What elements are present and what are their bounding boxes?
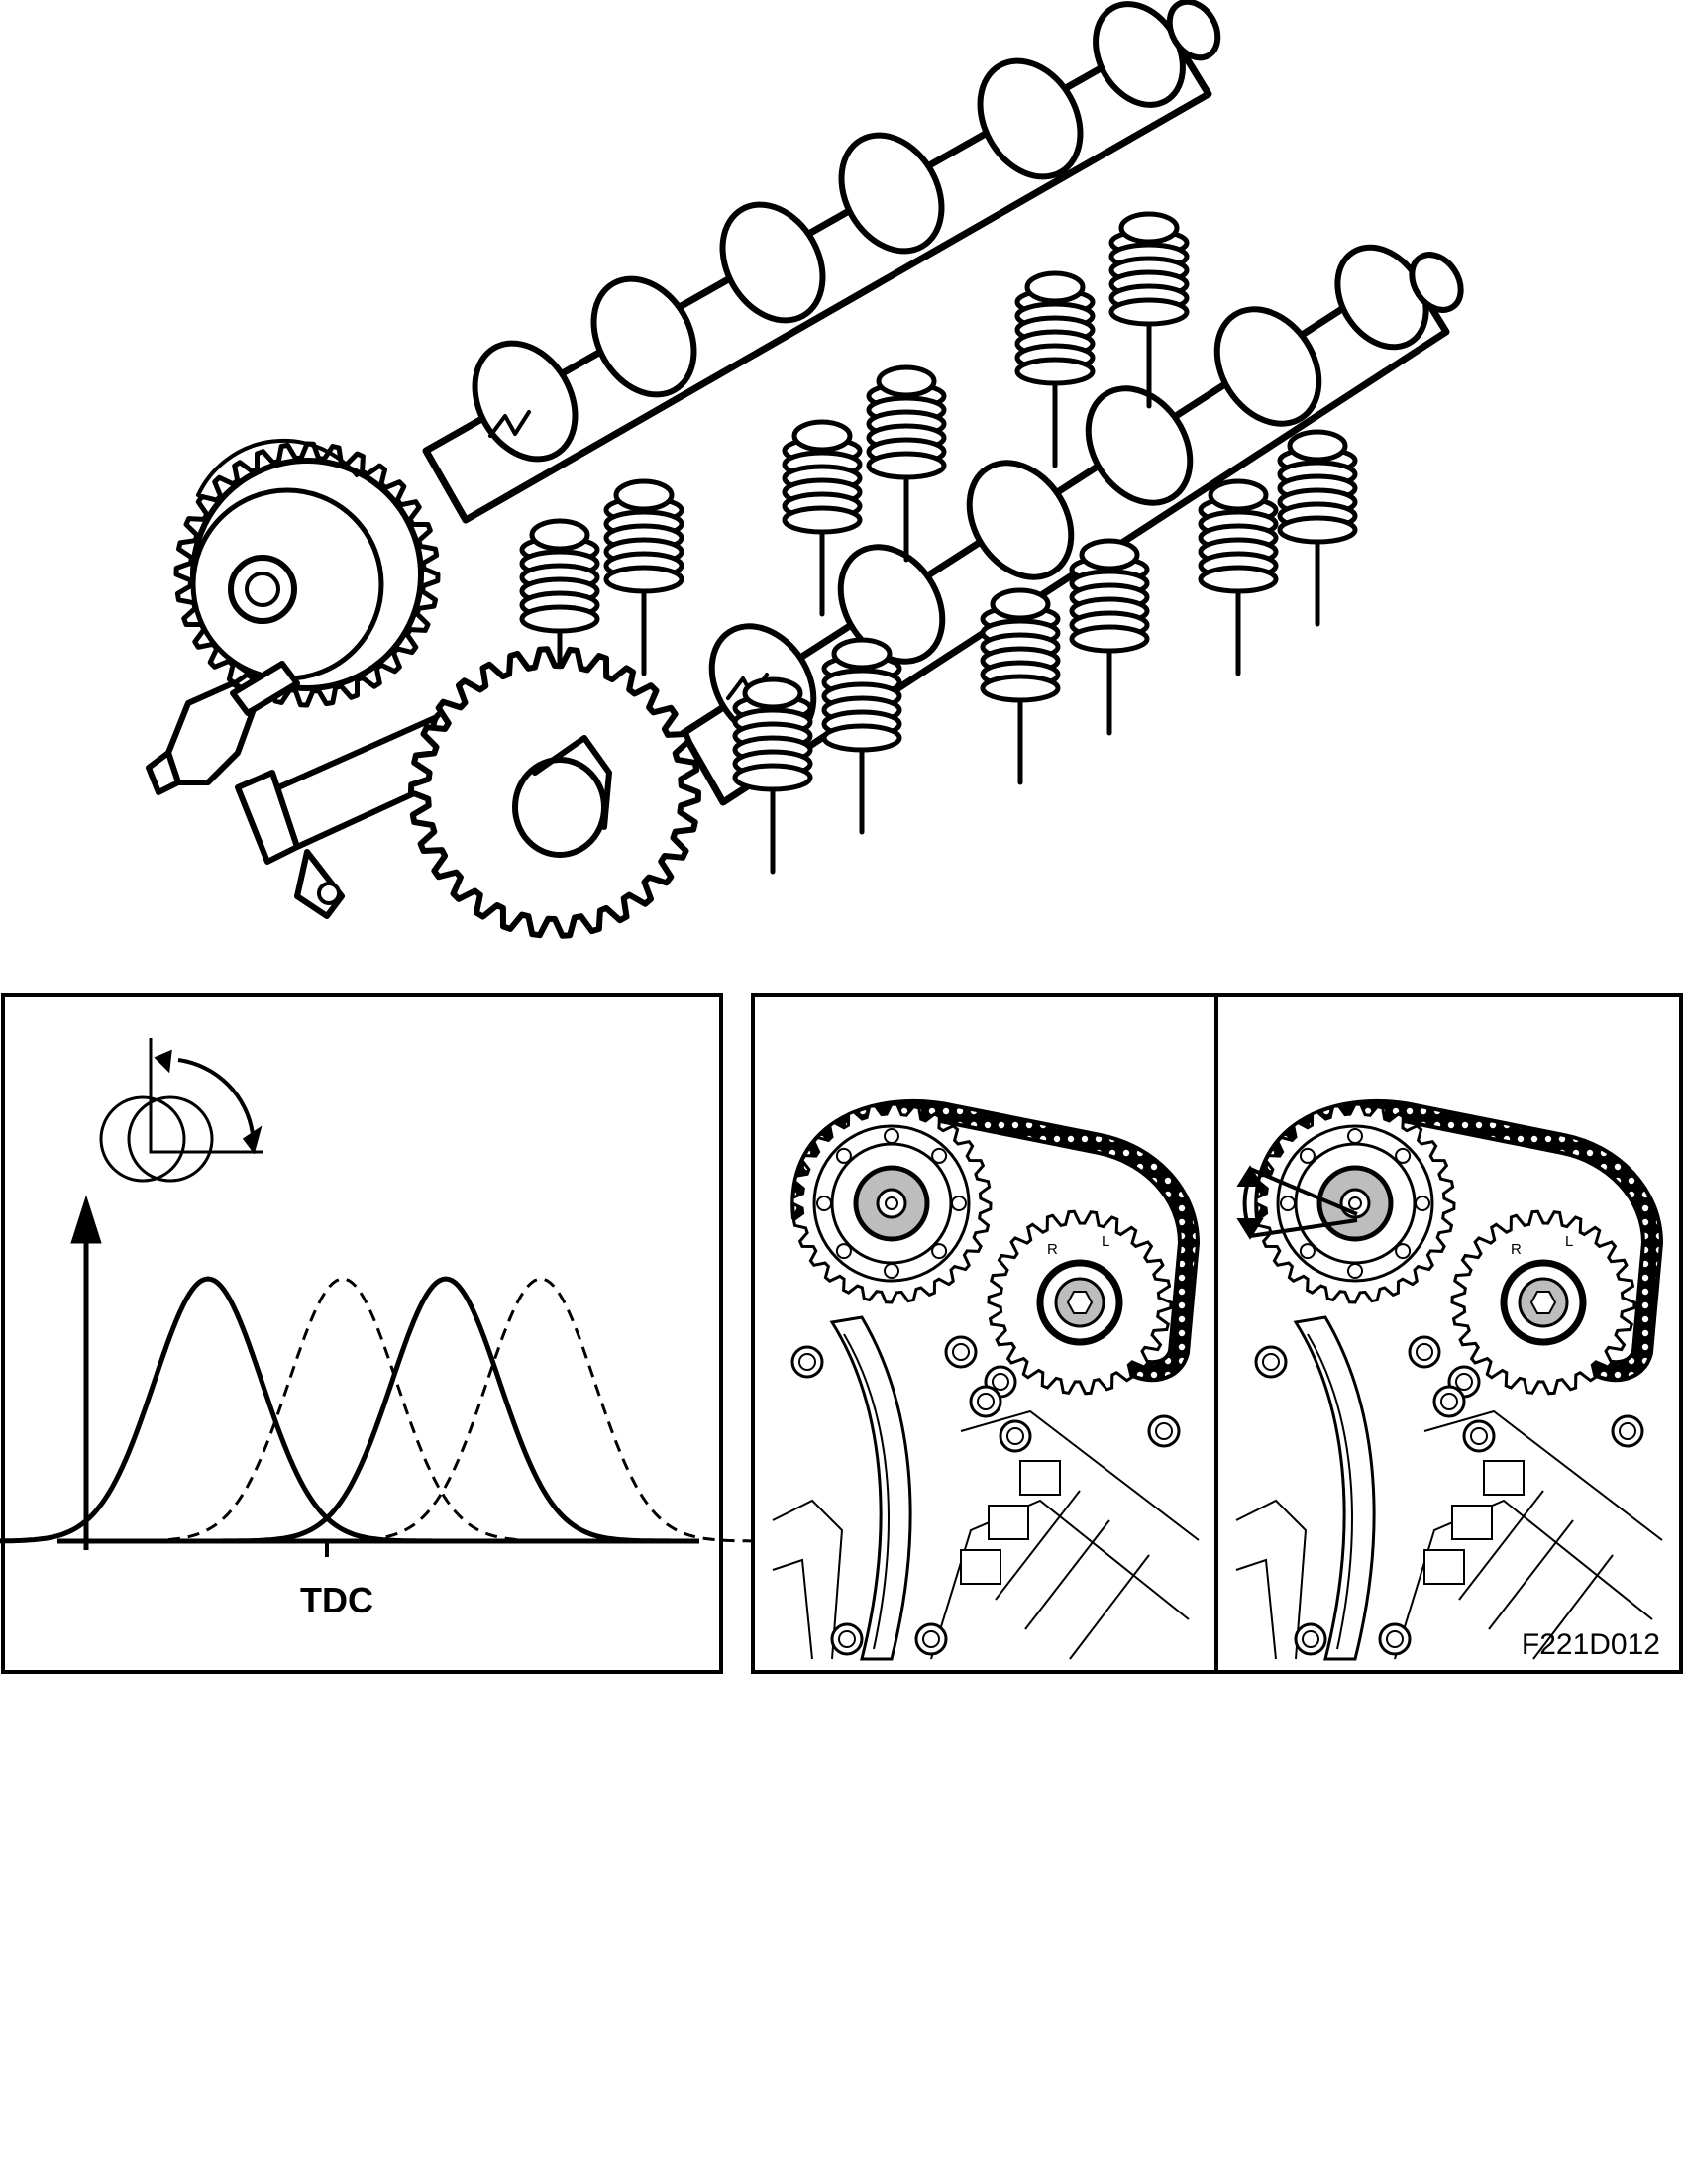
vvt-solenoid (146, 661, 300, 795)
valve-spring (519, 518, 600, 716)
phaser-angle-indicator (1236, 1165, 1358, 1240)
exhaust-cam-sprocket (408, 646, 701, 939)
camshaft-assembly-illustration (146, 0, 1464, 939)
valve-spring (603, 478, 684, 676)
timing-view-base (772, 1098, 1201, 1661)
valve-spring (732, 676, 813, 875)
lift-curve-dashed-4 (287, 1277, 794, 1543)
right-view-mark-l: L (1565, 1233, 1573, 1250)
valve-spring (1198, 478, 1279, 676)
valve-spring (1108, 211, 1190, 409)
valve-spring (782, 419, 863, 617)
left-view-mark-l: L (1102, 1233, 1109, 1250)
lift-curve-solid-3 (192, 1276, 699, 1544)
lift-curve-dashed-2 (89, 1277, 596, 1543)
valve-spring (1277, 429, 1358, 627)
upper-camshaft (422, 0, 1221, 524)
valve-spring (980, 587, 1061, 785)
cam-rotation-icon (99, 1038, 263, 1183)
chain-tensioner-guide (1293, 1315, 1376, 1661)
tdc-label: TDC (300, 1580, 373, 1620)
valve-spring (1069, 538, 1150, 736)
right-view-mark-r: R (1511, 1241, 1522, 1258)
valve-lift-curves (0, 1276, 794, 1544)
left-view-mark-r: R (1047, 1241, 1058, 1258)
valve-spring (1014, 270, 1096, 468)
graph-panel-frame (1, 993, 723, 1674)
chain-tensioner-guide (829, 1315, 912, 1661)
valve-springs (519, 211, 1358, 875)
valve-spring (866, 364, 947, 563)
valve-spring (821, 637, 902, 835)
timing-view-advanced (1235, 1098, 1664, 1661)
valve-timing-graph-panel: TDC (0, 993, 794, 1674)
sprocket-timing-panel: R L R L F221D012 (751, 993, 1683, 1674)
cam-phaser-sprocket (173, 438, 441, 708)
figure-code: F221D012 (1522, 1628, 1660, 1661)
y-axis-arrowhead (70, 1195, 102, 1244)
